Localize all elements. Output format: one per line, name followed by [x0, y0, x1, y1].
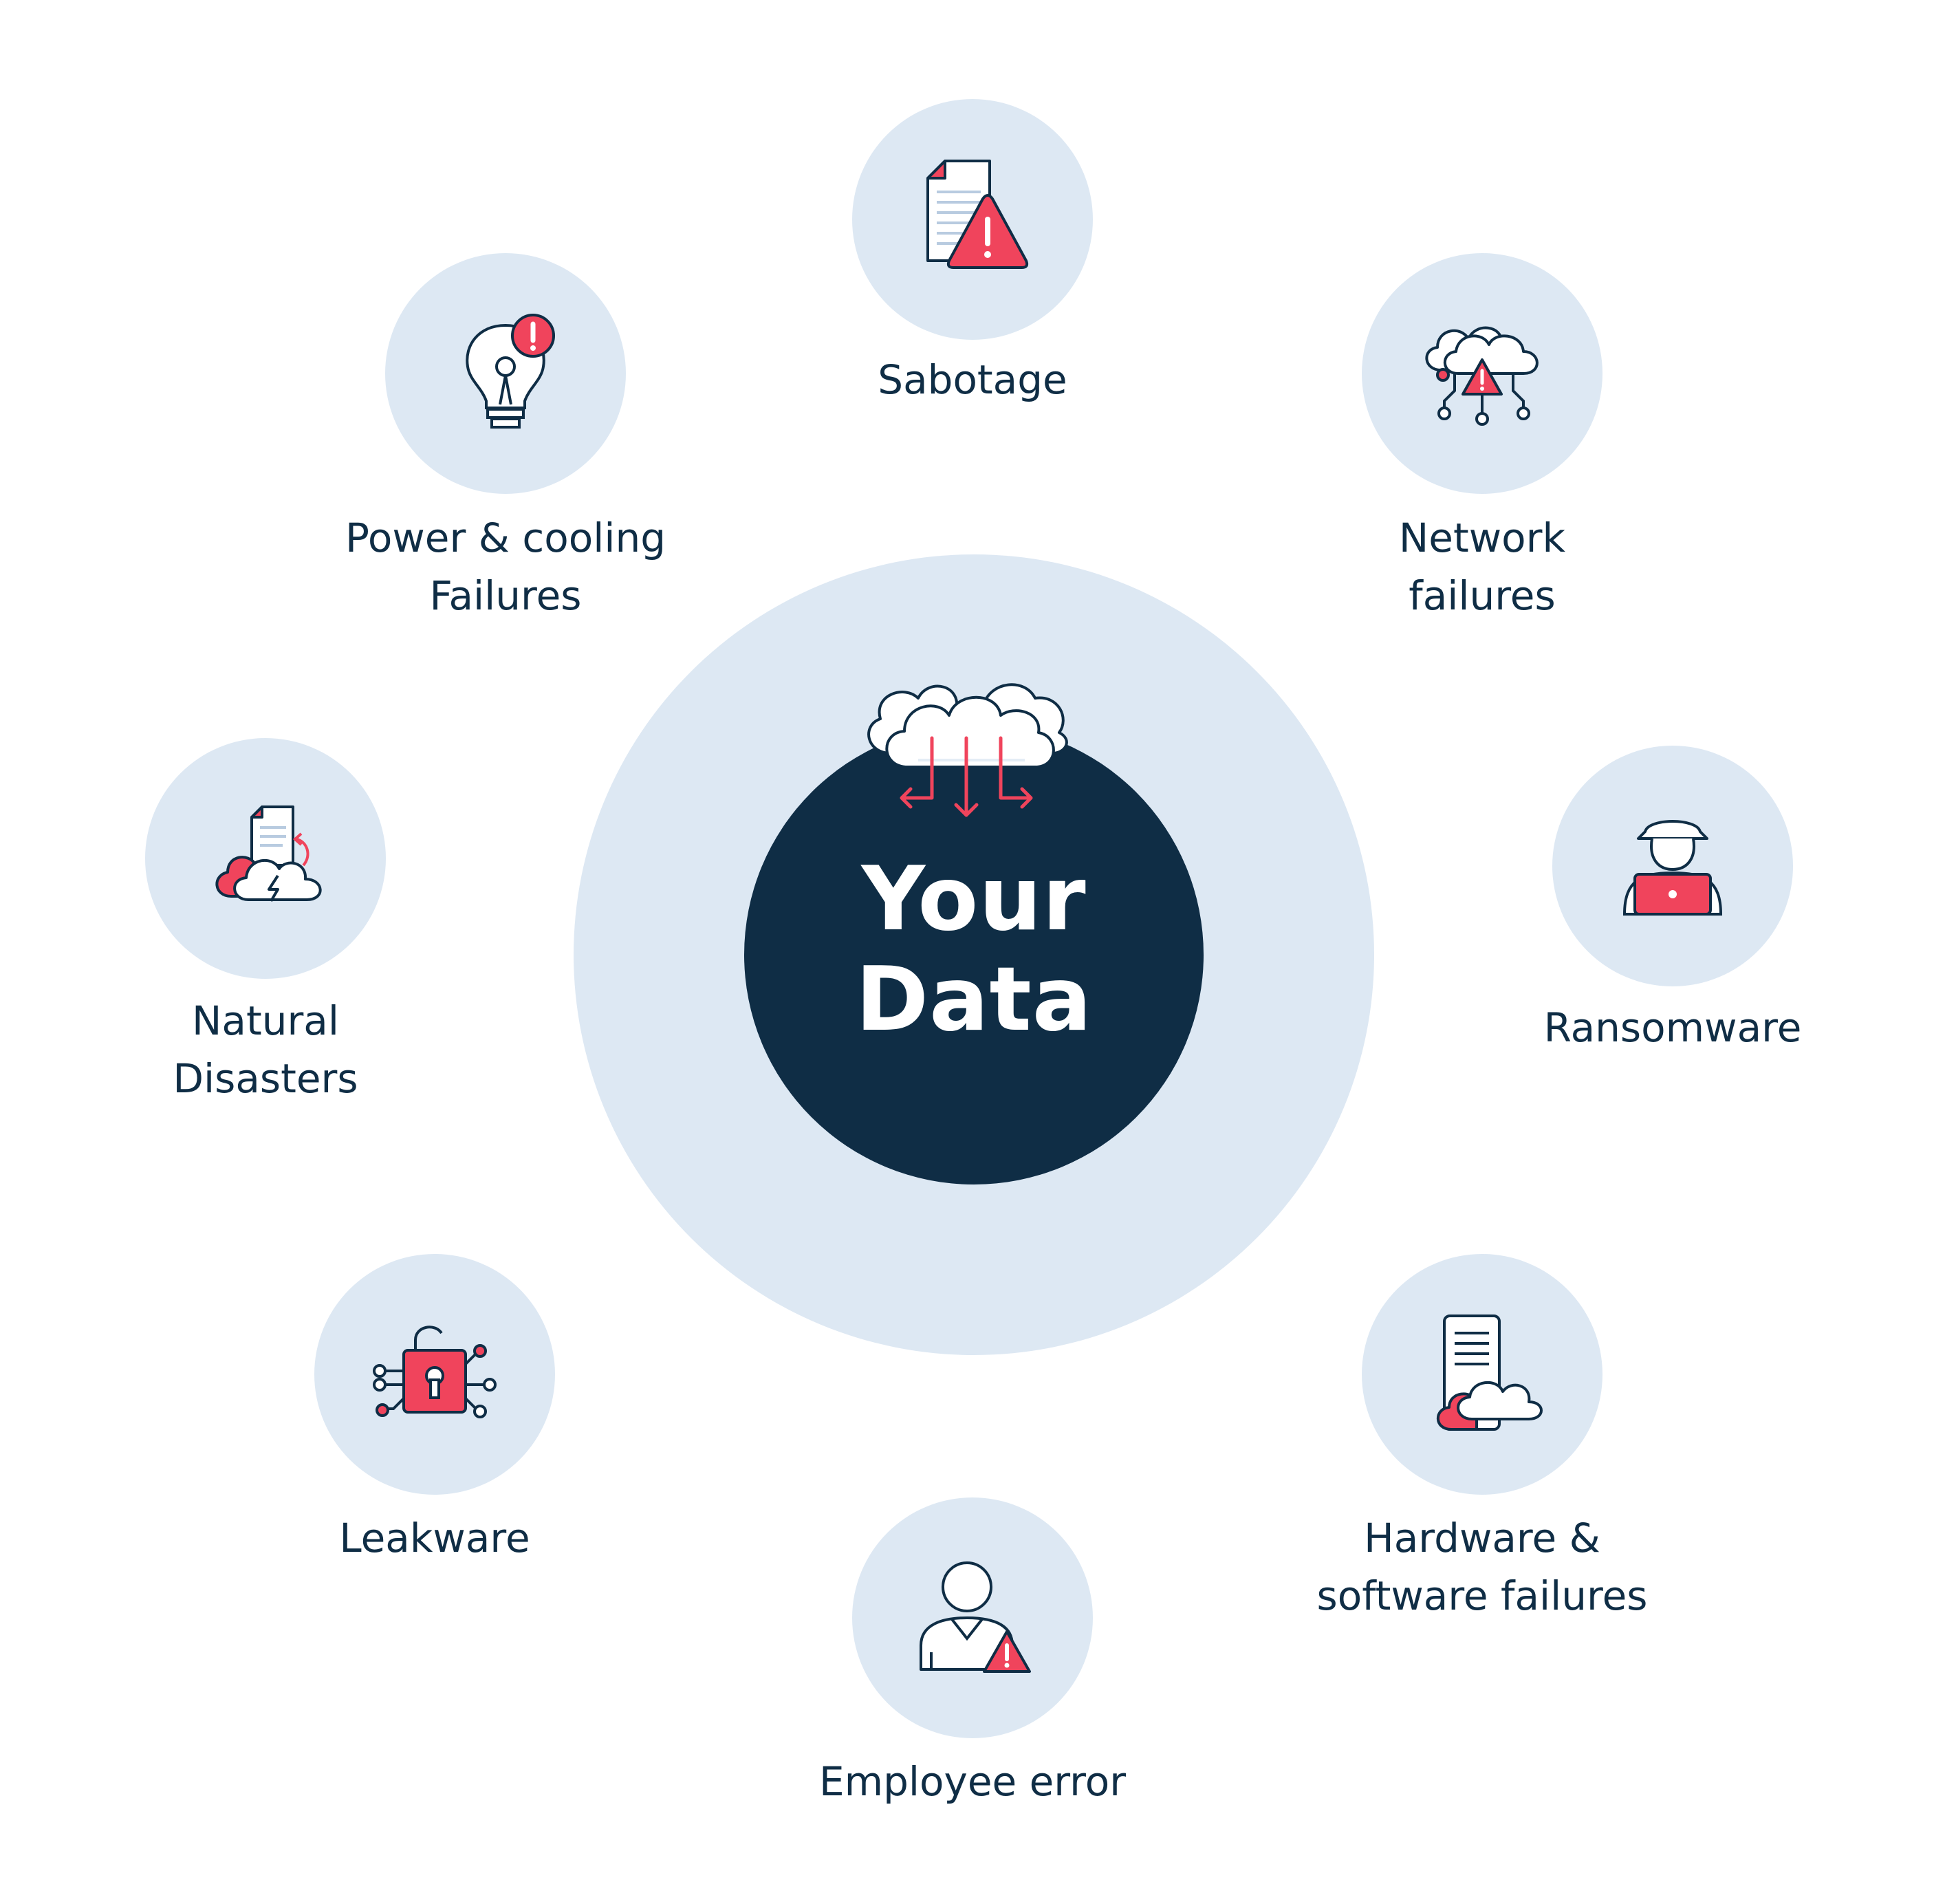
core-title-line2: Data — [855, 949, 1093, 1051]
leakware-circle — [314, 1254, 555, 1495]
hardware-label-line1: Hardware & — [1364, 1515, 1600, 1561]
power-label-line1: Power & cooling — [345, 515, 666, 561]
ransomware-circle — [1552, 746, 1793, 986]
hacker-laptop-icon — [1622, 820, 1723, 916]
hardware-circle — [1362, 1254, 1602, 1495]
leakware-label: Leakware — [215, 1509, 655, 1567]
core-title: Your Data — [744, 850, 1204, 1050]
natural-label: Natural Disasters — [45, 992, 486, 1107]
network-label: Network failures — [1262, 509, 1702, 625]
person-warning-icon — [920, 1561, 1031, 1673]
sabotage-circle — [852, 99, 1093, 340]
sabotage-label-line1: Sabotage — [878, 356, 1067, 403]
hardware-label: Hardware & software failures — [1262, 1509, 1702, 1625]
ransomware-label-line1: Ransomware — [1543, 1004, 1802, 1051]
core-circle — [744, 725, 1204, 1184]
lock-chip-icon — [373, 1326, 497, 1418]
employee-label: Employee error — [752, 1753, 1193, 1810]
power-circle — [385, 253, 626, 494]
document-warning-icon — [926, 160, 1029, 269]
employee-label-line1: Employee error — [818, 1758, 1127, 1805]
hardware-label-line2: software failures — [1316, 1572, 1648, 1619]
natural-label-line2: Disasters — [173, 1055, 358, 1102]
network-label-line2: failures — [1409, 572, 1556, 619]
natural-circle — [145, 738, 386, 979]
leakware-label-line1: Leakware — [339, 1515, 530, 1561]
power-label: Power & cooling Failures — [285, 509, 726, 625]
employee-circle — [852, 1497, 1093, 1738]
server-cloud-icon — [1436, 1315, 1543, 1431]
data-cloud-icon — [867, 683, 1068, 817]
sabotage-label: Sabotage — [752, 351, 1193, 409]
ransomware-label: Ransomware — [1453, 999, 1893, 1057]
lightbulb-alert-icon — [466, 314, 555, 429]
core-title-line1: Your — [861, 848, 1087, 951]
storm-cloud-icon — [215, 805, 322, 902]
power-label-line2: Failures — [429, 572, 582, 619]
network-label-line1: Network — [1398, 515, 1566, 561]
network-circle — [1362, 253, 1602, 494]
natural-label-line1: Natural — [192, 997, 339, 1044]
network-cloud-icon — [1425, 326, 1539, 426]
